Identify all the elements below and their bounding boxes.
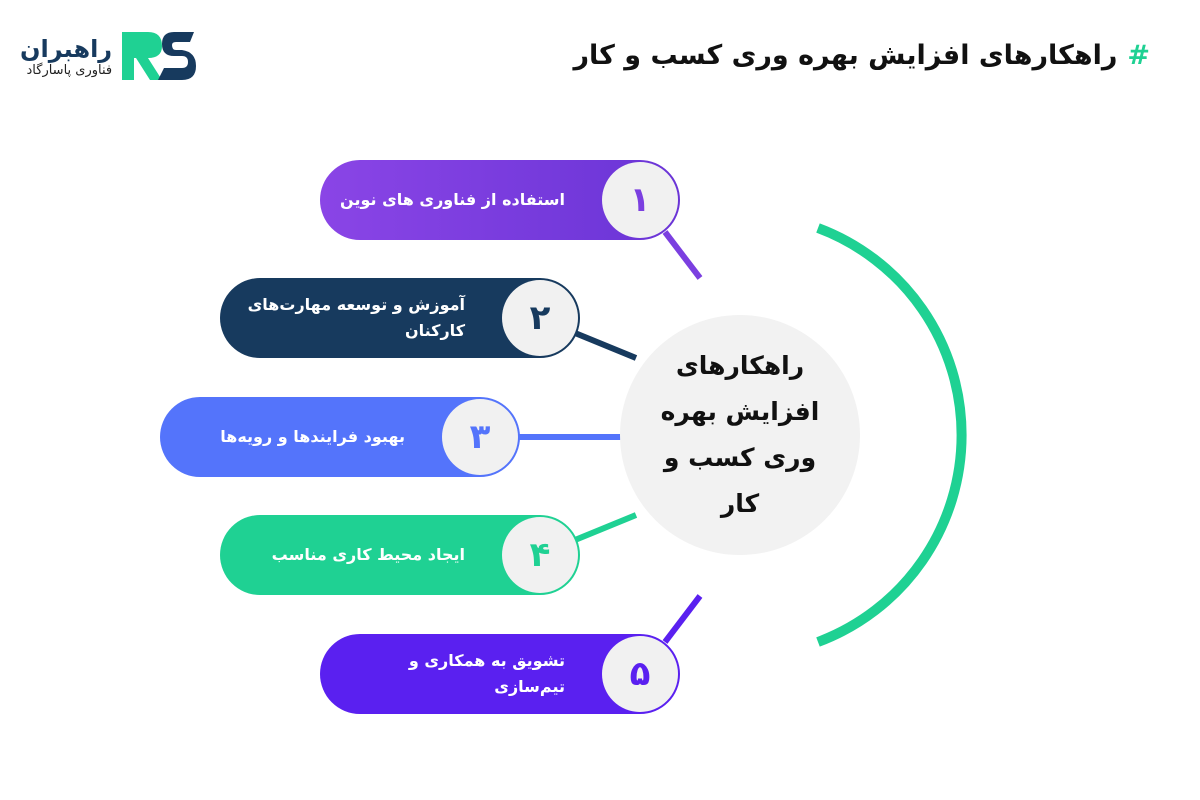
logo: راهبران فناوری پاسارگاد: [20, 28, 198, 84]
item-1: استفاده از فناوری های نوین ۱: [320, 160, 680, 240]
connector-2: [573, 330, 638, 361]
item-number: ۴: [502, 517, 578, 593]
item-label: بهبود فرایندها و رویه‌ها: [220, 427, 405, 446]
item-label: استفاده از فناوری های نوین: [340, 190, 565, 209]
item-5: تشویق به همکاری و تیم‌سازی ۵: [320, 634, 680, 714]
item-number: ۱: [602, 162, 678, 238]
item-number: ۵: [602, 636, 678, 712]
logo-subtitle: فناوری پاسارگاد: [26, 62, 113, 78]
logo-mark-icon: [122, 32, 197, 80]
item-number: ۲: [502, 280, 578, 356]
connector-1: [662, 230, 703, 280]
center-text: راهکارهای افزایش بهره وری کسب و کار: [660, 351, 820, 518]
progress-arc: [816, 223, 967, 647]
connector-4: [573, 512, 638, 543]
item-label: ایجاد محیط کاری مناسب: [271, 545, 465, 564]
item-label: آموزش و توسعه مهارت‌های کارکنان: [247, 295, 465, 340]
item-label: تشویق به همکاری و تیم‌سازی: [408, 651, 565, 696]
item-4: ایجاد محیط کاری مناسب ۴: [220, 515, 580, 595]
logo-name: راهبران: [20, 34, 113, 63]
page-title: # راهکارهای افزایش بهره وری کسب و کار: [573, 40, 1150, 71]
connector-5: [662, 594, 703, 644]
center-circle: راهکارهای افزایش بهره وری کسب و کار: [620, 315, 860, 555]
page-title-text: راهکارهای افزایش بهره وری کسب و کار: [573, 40, 1118, 71]
item-number: ۳: [442, 399, 518, 475]
item-3: بهبود فرایندها و رویه‌ها ۳: [160, 397, 520, 477]
hash-icon: #: [1127, 40, 1150, 71]
item-2: آموزش و توسعه مهارت‌های کارکنان ۲: [220, 278, 580, 358]
